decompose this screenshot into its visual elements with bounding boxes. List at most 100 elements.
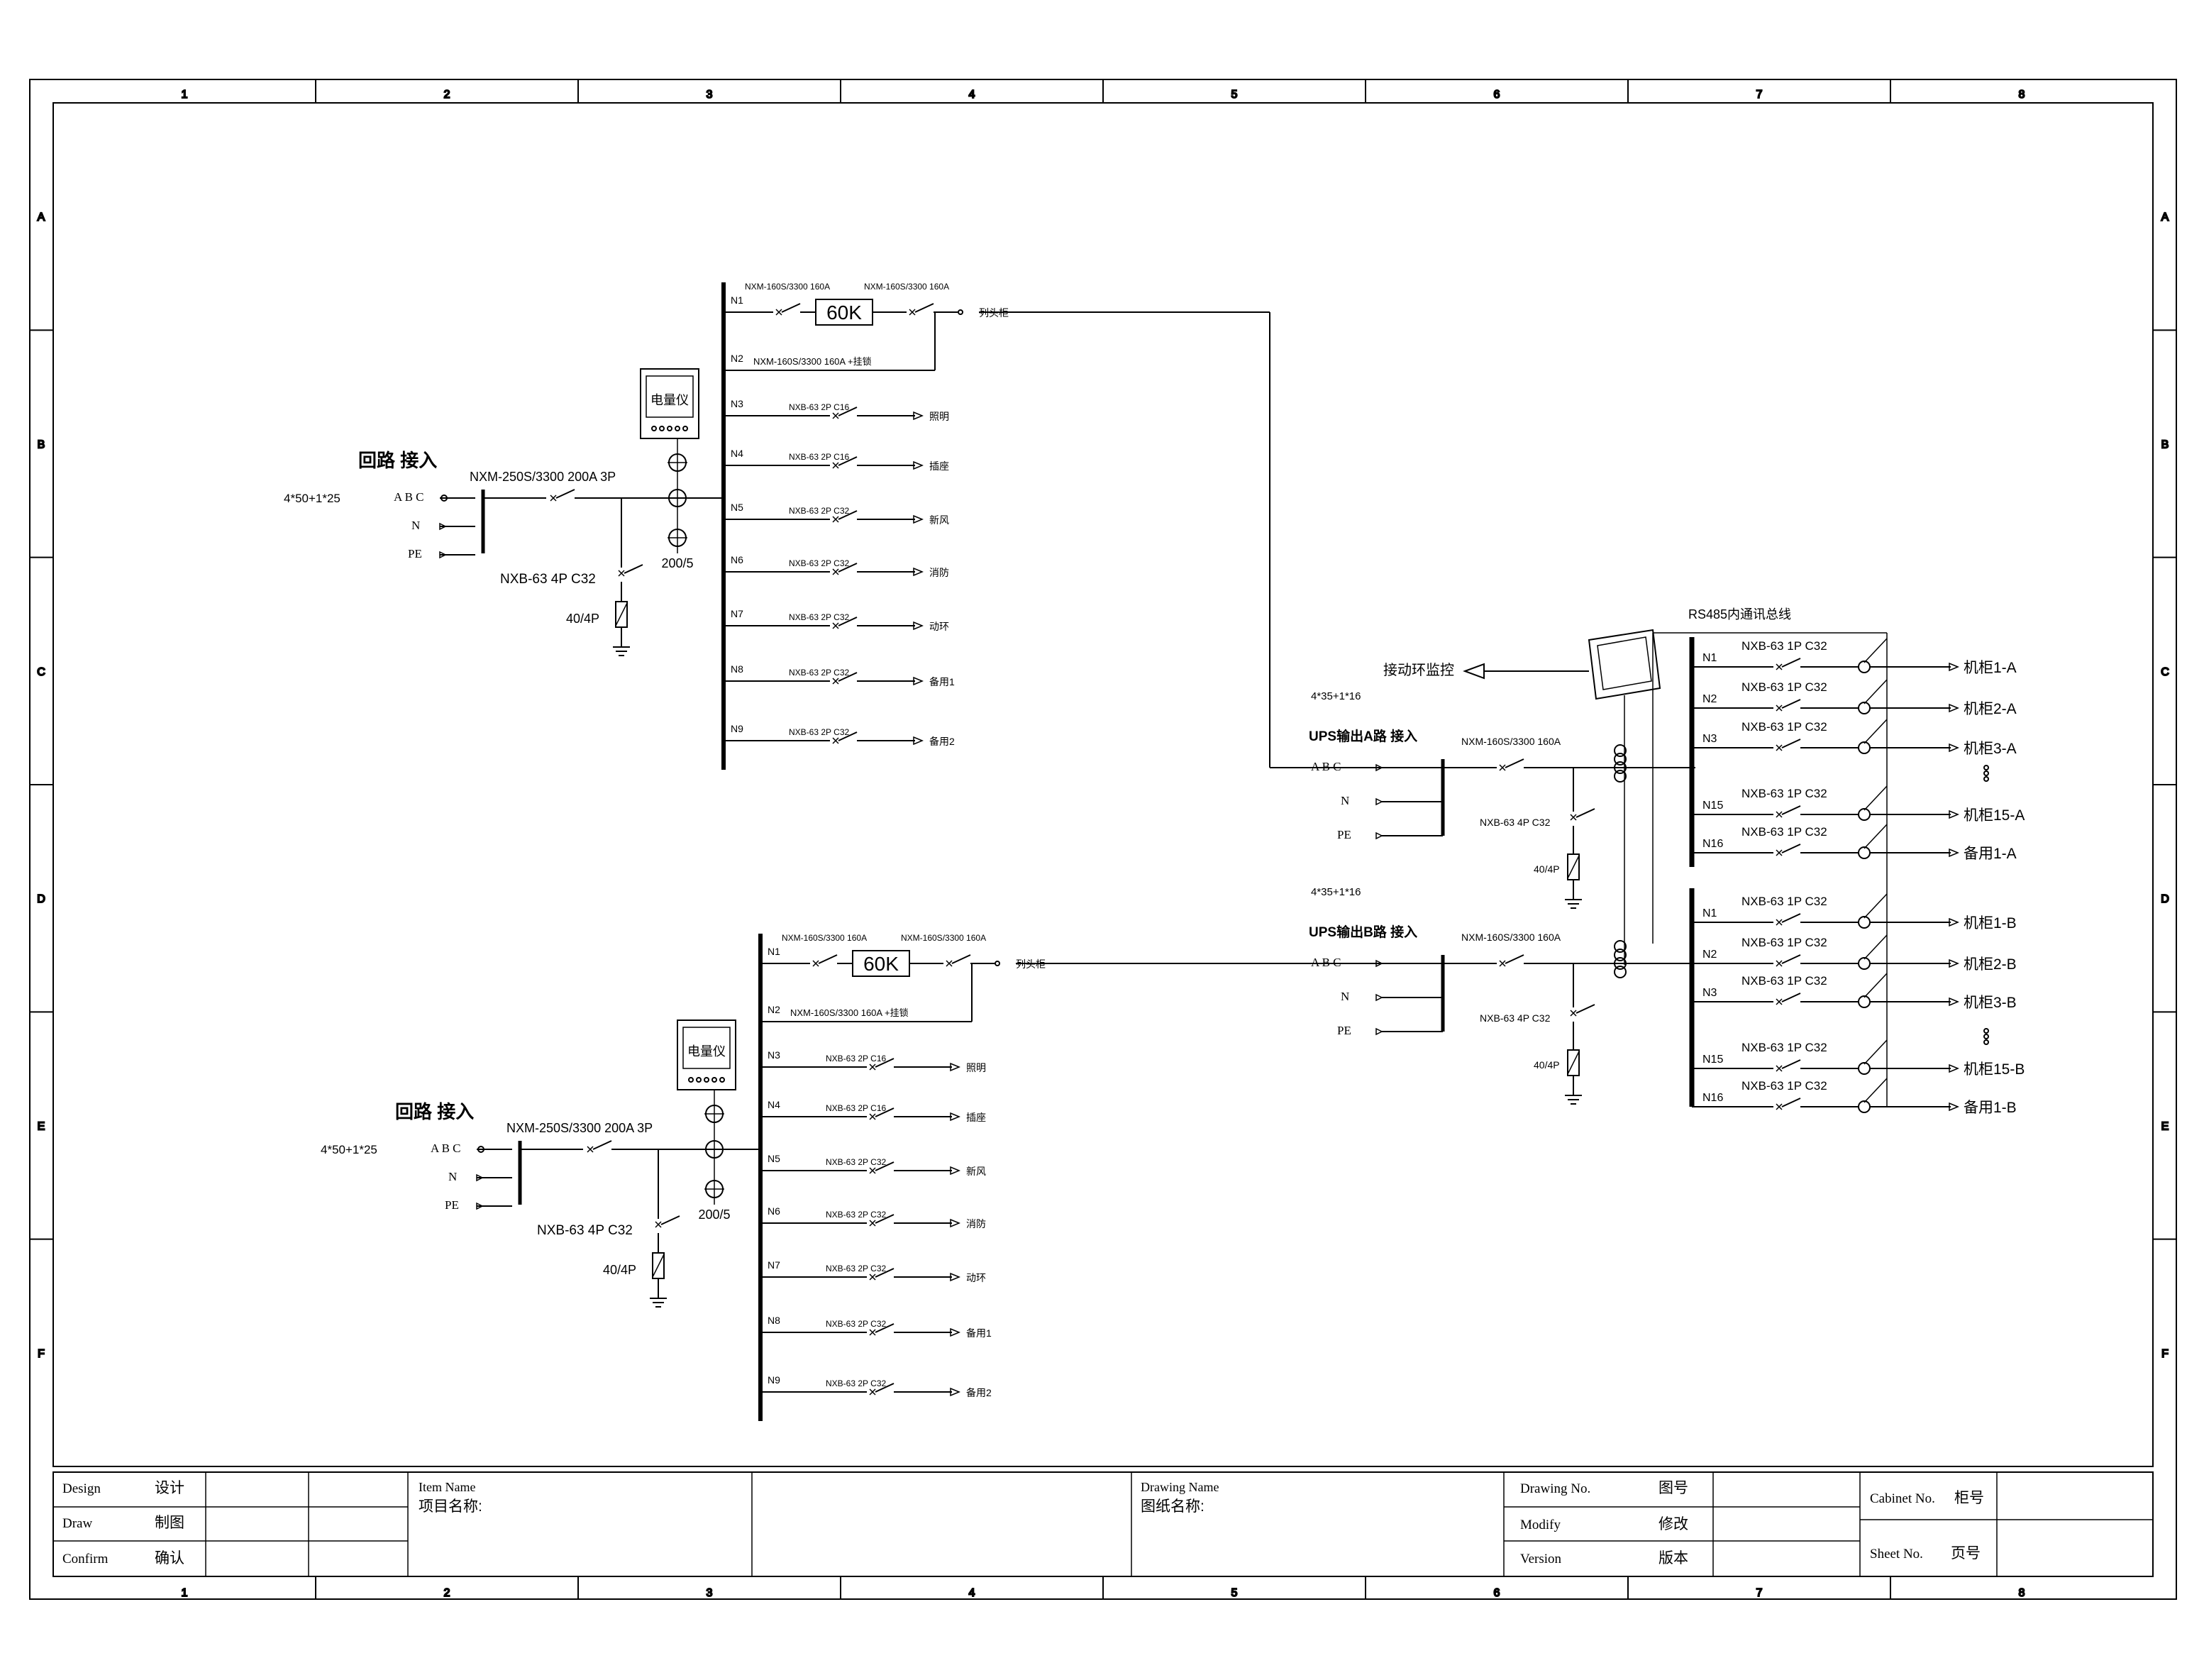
breaker-cross xyxy=(832,516,839,523)
terminal-arrow xyxy=(1375,797,1383,806)
spd-breaker-symbol xyxy=(618,564,643,577)
rack-branch-breaker: NXB-63 1P C32 xyxy=(1741,895,1827,908)
rack-branch-breaker-symbol xyxy=(1776,1059,1801,1072)
breaker-cross xyxy=(1499,960,1506,967)
rack-branch-breaker: NXB-63 1P C32 xyxy=(1741,639,1827,653)
rack-ct xyxy=(1858,702,1871,714)
version-en: Version xyxy=(1520,1552,1562,1566)
rack-ct xyxy=(1858,957,1871,970)
monitor-link-label: 接动环监控 xyxy=(1383,662,1454,678)
branch-id: N3 xyxy=(768,1049,780,1061)
drawing-no-en: Drawing No. xyxy=(1520,1481,1590,1496)
branch-breaker-label: NXB-63 2P C32 xyxy=(826,1210,886,1220)
current-transformer xyxy=(1614,770,1627,783)
comm-tap xyxy=(1864,719,1888,744)
rack-branch-id: N1 xyxy=(1702,907,1717,919)
n1-breaker-a-label: NXM-160S/3300 160A xyxy=(745,282,830,292)
breaker-blade xyxy=(1781,739,1801,748)
spd-breaker-label: NXB-63 4P C32 xyxy=(537,1223,633,1238)
sheet-no-en: Sheet No. xyxy=(1870,1547,1923,1562)
meter-button xyxy=(682,426,688,431)
confirm-label-cn: 确认 xyxy=(155,1550,184,1566)
branch-breaker-label: NXB-63 2P C32 xyxy=(789,558,849,568)
ups-rating: 60K xyxy=(863,953,899,975)
branch-breaker-label: NXB-63 2P C16 xyxy=(789,452,849,462)
breaker-blade xyxy=(838,563,858,573)
branch-breaker xyxy=(832,672,858,685)
meter-button xyxy=(696,1077,702,1083)
spd-breaker-symbol xyxy=(655,1215,680,1228)
screen-frame xyxy=(1588,629,1661,700)
breaker-blade xyxy=(875,1161,895,1171)
ellipsis-dot xyxy=(1983,1034,1989,1039)
terminal-arrow xyxy=(439,551,447,559)
breaker-cross xyxy=(869,1220,876,1227)
phase-n-label: N xyxy=(411,519,420,532)
power-meter xyxy=(677,1019,736,1090)
breaker-cross xyxy=(832,678,839,685)
grid-row-label-right: C xyxy=(2161,666,2169,678)
rack-branch-id: N15 xyxy=(1702,1054,1723,1066)
breaker-blade xyxy=(875,1323,895,1333)
draw-label-en: Draw xyxy=(62,1516,92,1531)
branch-arrow xyxy=(950,1166,960,1176)
branch-load-label: 备用1 xyxy=(966,1327,992,1339)
grid-col-label-bottom: 4 xyxy=(969,1587,975,1599)
spd-breaker-label: NXB-63 4P C32 xyxy=(500,572,596,587)
grid-row-label-right: F xyxy=(2161,1348,2169,1360)
grid-col-label-top: 8 xyxy=(2019,89,2025,101)
phase-pe-label: PE xyxy=(445,1198,459,1212)
branch-load-label: 插座 xyxy=(929,460,949,472)
grid-col-label-top: 4 xyxy=(969,89,975,101)
ups-input-title: UPS输出A路 接入 xyxy=(1309,728,1417,744)
breaker-cross xyxy=(909,309,916,316)
phase-labels: A B C xyxy=(394,490,424,504)
breaker-blade xyxy=(838,731,858,741)
outer-border xyxy=(29,79,2177,1600)
grid-col-label-top: 6 xyxy=(1494,89,1500,101)
breaker-blade xyxy=(592,1140,612,1150)
ups-rating: 60K xyxy=(826,302,862,324)
rack-arrow xyxy=(1949,1063,1959,1073)
rack-branch-breaker-symbol xyxy=(1776,699,1801,712)
rack-load-label: 机柜3-B xyxy=(1964,995,2017,1011)
branch-id: N7 xyxy=(768,1259,780,1271)
breaker-cross xyxy=(832,737,839,744)
rack-load-label: 机柜1-B xyxy=(1964,915,2017,932)
branch-load-label: 备用2 xyxy=(966,1387,992,1398)
current-transformer xyxy=(1614,940,1627,953)
rack-arrow xyxy=(1949,958,1959,968)
spd-label: 40/4P xyxy=(1534,863,1560,875)
meter-button xyxy=(651,426,657,431)
main-breaker-label: NXM-250S/3300 200A 3P xyxy=(506,1121,653,1135)
n2-breaker-label: NXM-160S/3300 160A +挂锁 xyxy=(753,356,872,367)
main-breaker-label: NXM-250S/3300 200A 3P xyxy=(470,470,616,484)
n1-breaker-b-label: NXM-160S/3300 160A xyxy=(864,282,949,292)
breaker-cross xyxy=(1776,998,1783,1005)
current-transformer xyxy=(1614,753,1627,766)
power-meter-label: 电量仪 xyxy=(650,393,689,407)
breaker-blade xyxy=(1505,758,1524,768)
branch-arrow xyxy=(913,514,924,524)
spd-breaker-label: NXB-63 4P C32 xyxy=(1480,817,1551,828)
rack-load-label: 机柜1-A xyxy=(1964,660,2017,676)
grid-row-label-left: C xyxy=(37,666,45,678)
rack-branch-id: N2 xyxy=(1702,693,1717,705)
rack-ct xyxy=(1858,995,1871,1008)
ct-ratio-label: 200/5 xyxy=(698,1208,730,1222)
terminal-arrow xyxy=(439,522,447,531)
rack-branch-id: N3 xyxy=(1702,733,1717,745)
rack-branch-breaker-symbol xyxy=(1776,954,1801,967)
terminal-arrow xyxy=(1375,1027,1383,1036)
branch-arrow xyxy=(950,1062,960,1072)
branch-id-N1: N1 xyxy=(768,946,780,957)
branch-breaker xyxy=(832,731,858,744)
breaker-cross xyxy=(1570,1010,1577,1017)
phase-labels: A B C xyxy=(431,1142,461,1155)
branch-load-label: 消防 xyxy=(929,567,949,578)
meter-button xyxy=(659,426,665,431)
rack-branch-id: N16 xyxy=(1702,838,1723,850)
rack-branch-breaker-symbol xyxy=(1776,844,1801,856)
modify-cn: 修改 xyxy=(1658,1516,1688,1532)
